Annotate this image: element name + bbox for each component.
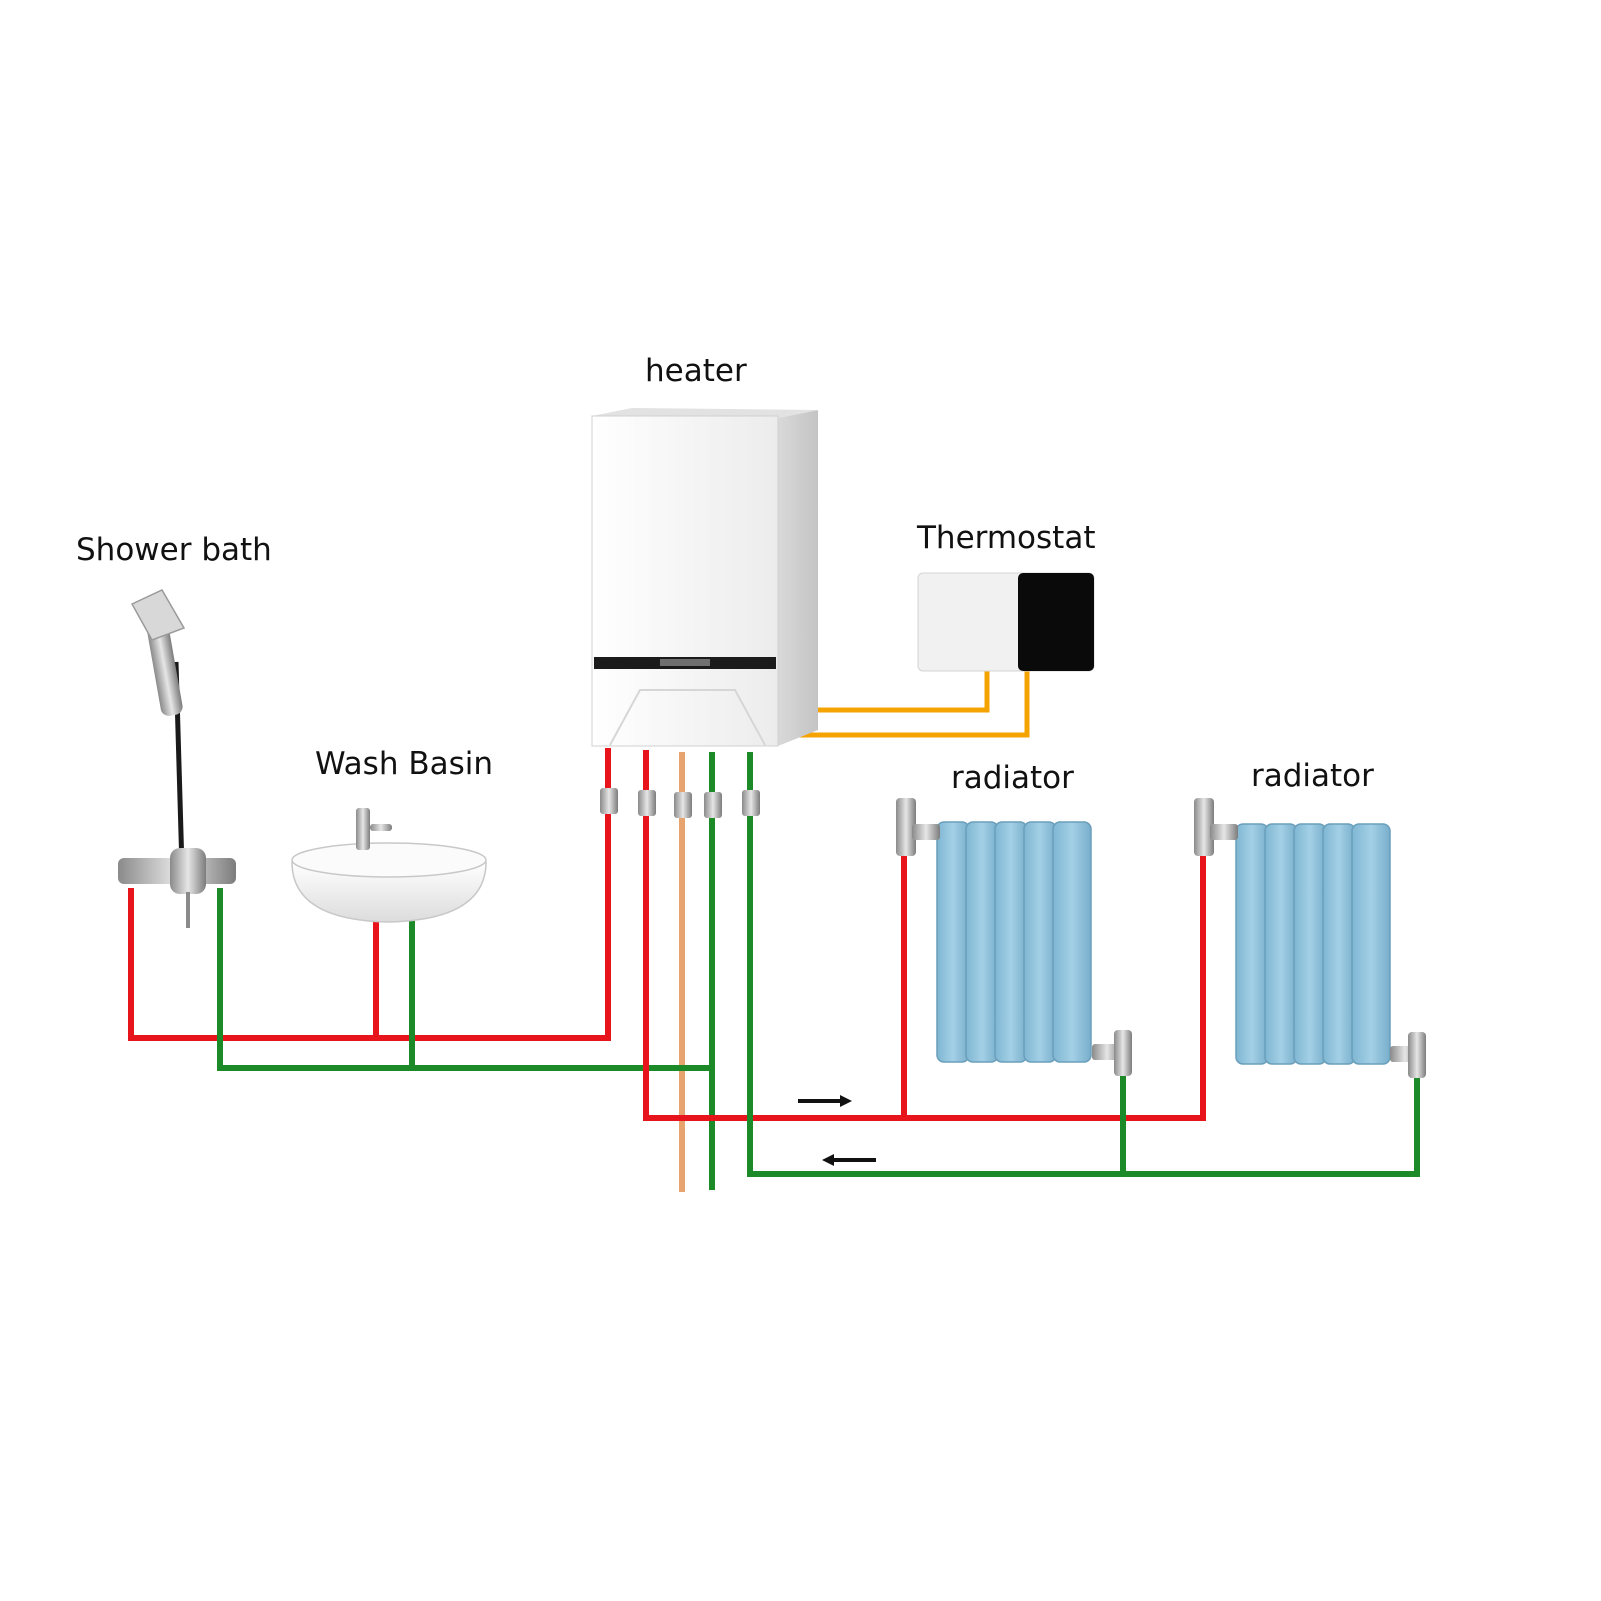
radiator-1-top-fitting [912,824,940,840]
heater-label: heater [645,353,747,389]
basin-rim [291,842,487,878]
arrow-right-icon [798,1095,852,1107]
heater-lower-cover [609,689,766,746]
radiator-2 [1194,798,1426,1078]
basin-bowl [291,861,487,923]
thermostat-wiring [782,670,1030,738]
valve-2 [638,790,656,816]
radiator-2-top-valve [1194,798,1214,856]
valve-5 [742,790,760,816]
radiator-1-top-valve [896,798,916,856]
radiator-label-1: radiator [951,760,1074,796]
wash-basin-fixture [291,808,487,923]
heater-unit [591,408,818,747]
thermostat-wire-1 [812,670,990,713]
hot-water-pipe [128,748,611,1041]
radiator-1-fins [936,821,1092,1063]
radiator-1-bottom-valve [1114,1030,1132,1076]
shower-mixer-knob [170,848,206,894]
heater-side-panel [778,410,818,746]
cold-water-supply [217,888,712,1071]
thermostat-label: Thermostat [916,520,1095,556]
basin-label: Wash Basin [315,746,493,782]
radiator-2-bottom-valve [1408,1032,1426,1078]
thermostat-screen [1018,573,1094,671]
heater-display [660,659,710,666]
radiator-1 [896,798,1132,1076]
heater-front-panel [591,415,779,747]
shower-fixture [118,589,236,928]
heating-flow-pipe [643,750,1206,1121]
valve-3 [674,792,692,818]
shower-label: Shower bath [76,532,272,568]
thermostat-device [917,572,1095,672]
heater-valves [600,788,760,818]
radiator-2-fins [1235,823,1391,1065]
basin-tap [356,808,370,850]
shower-head [130,589,186,641]
thermostat-wire-2 [782,670,1030,738]
valve-4 [704,792,722,818]
radiator-2-top-fitting [1210,824,1238,840]
heating-return-pipe [747,752,1420,1177]
radiator-label-2: radiator [1251,758,1374,794]
basin-tap-lever [370,824,392,831]
valve-1 [600,788,618,814]
arrow-left-icon [822,1154,876,1166]
